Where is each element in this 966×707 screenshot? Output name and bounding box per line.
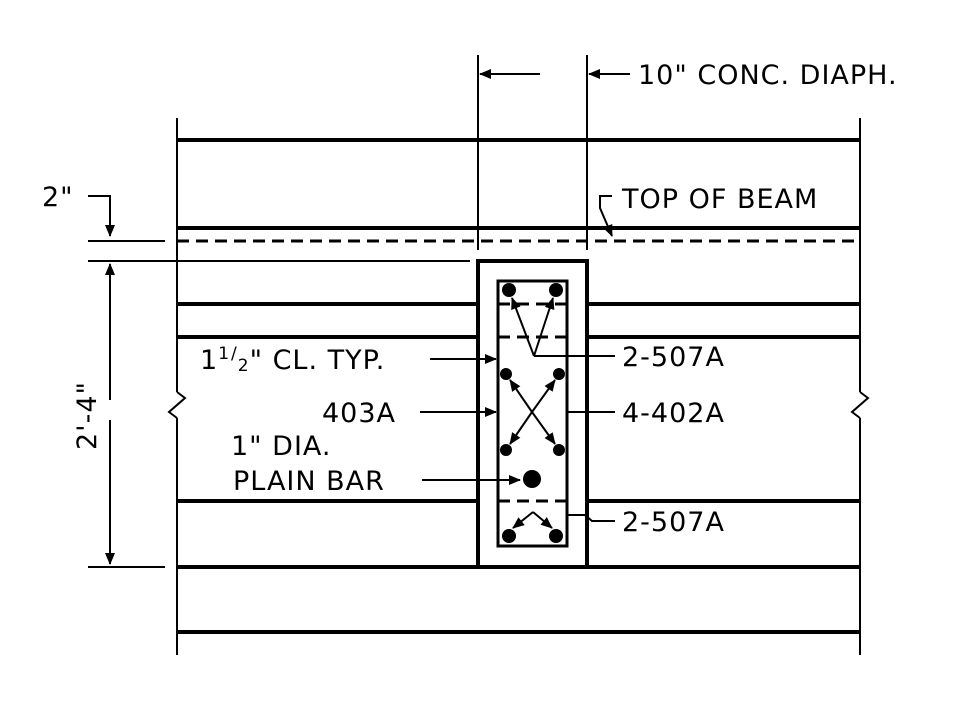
bar-507a-top-right bbox=[549, 283, 563, 297]
leader-top-507a-right bbox=[533, 297, 555, 357]
height-label: 2'-4" bbox=[72, 381, 103, 450]
plain-bar-1in bbox=[523, 470, 541, 488]
diaphragm-section bbox=[476, 259, 589, 569]
bar-bottom-label: 2-507A bbox=[622, 507, 725, 538]
bar-403a-label: 403A bbox=[322, 398, 396, 429]
leader-bottom-507a-tail bbox=[567, 514, 615, 522]
bar-507a-bottom-left bbox=[502, 529, 516, 543]
stirrup-403a bbox=[496, 279, 569, 548]
two-inch-label: 2" bbox=[42, 182, 74, 213]
bar-middle-label: 4-402A bbox=[622, 398, 725, 429]
right-break-symbol bbox=[850, 391, 870, 419]
bar-402a-upper-right bbox=[553, 368, 565, 380]
two-inch-dim-leader bbox=[88, 195, 115, 237]
leader-402a-upper-left bbox=[509, 379, 533, 413]
bar-top-label: 2-507A bbox=[622, 342, 725, 373]
clearance-label: 11/2" CL. TYP. bbox=[200, 344, 385, 376]
plain-bar-label-line2: PLAIN BAR bbox=[233, 466, 385, 497]
leader-402a-lower-right bbox=[531, 411, 556, 445]
left-break-symbol bbox=[167, 391, 187, 419]
leader-402a-upper-right bbox=[531, 379, 556, 413]
bar-402a-upper-left bbox=[500, 368, 512, 380]
bar-402a-lower-right bbox=[553, 444, 565, 456]
top-of-beam-label: TOP OF BEAM bbox=[621, 184, 818, 215]
bar-507a-top-left bbox=[502, 283, 516, 297]
top-of-beam-leader bbox=[599, 195, 613, 237]
leader-bottom-507a-left bbox=[512, 511, 534, 529]
leader-bottom-507a-right bbox=[532, 511, 553, 529]
bar-507a-bottom-right bbox=[549, 529, 563, 543]
diaphragm-label: 10" CONC. DIAPH. bbox=[638, 60, 898, 91]
plain-bar-label-line1: 1" DIA. bbox=[231, 431, 332, 462]
bar-402a-lower-left bbox=[500, 444, 512, 456]
leader-top-507a-left bbox=[511, 297, 535, 357]
leader-402a-lower-left bbox=[509, 411, 533, 445]
